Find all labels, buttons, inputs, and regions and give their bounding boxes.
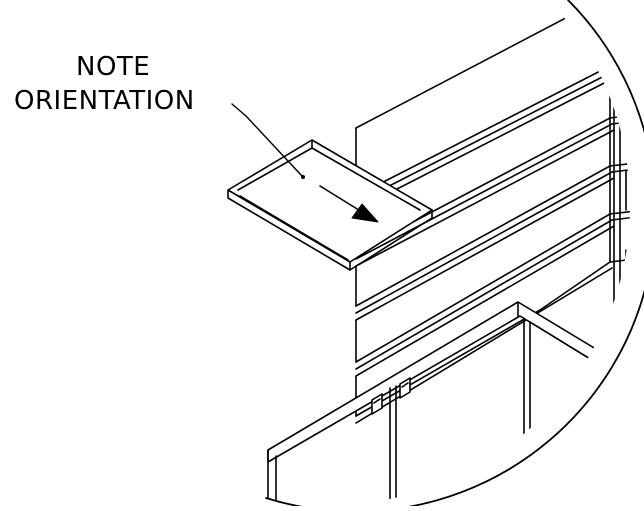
cabinet-handle-right: [399, 377, 411, 399]
note-label-line2: ORIENTATION: [14, 86, 195, 116]
note-leader: [231, 103, 305, 179]
orientation-arrow: [319, 185, 379, 223]
lower-cabinet: [267, 301, 630, 505]
wall-right-post: [609, 65, 627, 401]
cabinet-handle-left: [371, 393, 383, 415]
wall-rail-4: [355, 209, 630, 377]
note-label-line1: NOTE: [76, 52, 151, 82]
detail-contents: [227, 0, 630, 505]
shelf: [227, 139, 433, 271]
back-wall: [355, 0, 601, 197]
wall-rail-3: [355, 161, 630, 321]
wall-rail-1: [355, 61, 630, 211]
